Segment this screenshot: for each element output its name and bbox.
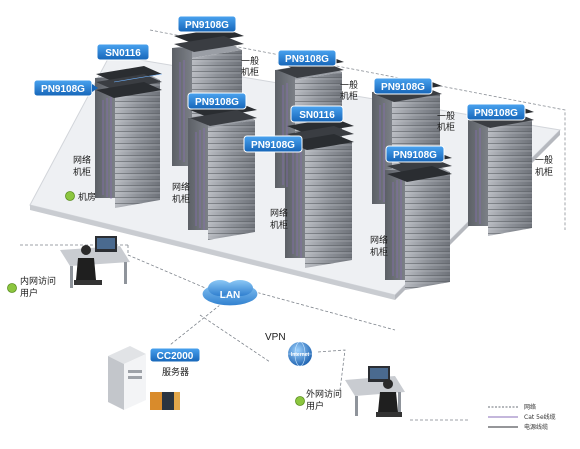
svg-text:电源线缆: 电源线缆 (524, 423, 548, 431)
label-network-front: 网络 机柜 (370, 234, 388, 258)
label-network-left: 网络 机柜 (73, 154, 91, 178)
svg-text:服务器: 服务器 (162, 366, 189, 378)
svg-text:机柜: 机柜 (241, 66, 259, 78)
room-marker: 机房 (65, 191, 96, 203)
svg-text:PN9108G: PN9108G (285, 54, 329, 65)
svg-text:PN9108G: PN9108G (381, 82, 425, 93)
svg-text:LAN: LAN (220, 290, 241, 301)
tag-pn-top-center: PN9108G (177, 15, 237, 33)
rack-network-center (285, 132, 352, 268)
label-general-right: 一般 机柜 (535, 154, 553, 178)
svg-text:机柜: 机柜 (270, 219, 288, 231)
label-general-top-1: 一般 机柜 (241, 55, 259, 78)
svg-text:PN9108G: PN9108G (41, 84, 85, 95)
svg-text:机柜: 机柜 (535, 166, 553, 178)
svg-text:外网访问: 外网访问 (306, 388, 342, 400)
legend-item-power: 电源线缆 (488, 423, 548, 431)
svg-text:机柜: 机柜 (172, 193, 190, 205)
rack-general-right (468, 110, 532, 236)
svg-text:内网访问: 内网访问 (20, 275, 56, 287)
cc2000-tag: CC2000 服务器 (149, 347, 201, 378)
tag-pn-lower-mid: PN9108G (385, 145, 445, 163)
svg-text:用户: 用户 (306, 400, 324, 412)
external-user-workstation (345, 366, 405, 417)
lan-cloud: LAN (201, 280, 259, 307)
tag-pn-upper-mid: PN9108G (277, 49, 337, 67)
room-floor-edge (30, 205, 395, 300)
network-lines (20, 244, 470, 421)
svg-text:一般: 一般 (241, 55, 259, 67)
svg-text:网络: 网络 (270, 207, 288, 219)
vpn-label: VPN (265, 332, 286, 343)
cat5e-cables (102, 60, 481, 280)
label-general-top-2: 一般 机柜 (340, 79, 358, 102)
software-boxes-icon (150, 392, 180, 410)
tag-pn-far-right: PN9108G (466, 103, 526, 121)
legend-item-network: 网络 (488, 403, 536, 411)
svg-text:一般: 一般 (437, 110, 455, 122)
rack-network-center-left (188, 110, 255, 240)
internal-user-label: 内网访问 用户 (7, 275, 56, 299)
svg-text:Internet: Internet (291, 352, 310, 358)
rack-network-front (385, 162, 450, 290)
cc2000-server-icon (108, 346, 146, 410)
svg-text:一般: 一般 (340, 79, 358, 91)
svg-text:用户: 用户 (20, 287, 38, 299)
svg-text:Cat 5e线缆: Cat 5e线缆 (524, 413, 556, 421)
tag-pn-center-left: PN9108G (187, 92, 247, 110)
external-user-label: 外网访问 用户 (295, 388, 342, 412)
tag-sn-center: SN0116 (290, 105, 344, 123)
svg-text:PN9108G: PN9108G (393, 150, 437, 161)
label-network-center-left: 网络 机柜 (172, 181, 190, 205)
svg-text:一般: 一般 (535, 154, 553, 166)
svg-text:机柜: 机柜 (73, 166, 91, 178)
svg-text:机柜: 机柜 (340, 90, 358, 102)
tag-pn-right-mid: PN9108G (373, 77, 433, 95)
svg-text:网络: 网络 (524, 403, 536, 411)
svg-text:机柜: 机柜 (370, 246, 388, 258)
svg-text:机柜: 机柜 (437, 121, 455, 133)
tag-pn-left: PN9108G (33, 79, 98, 97)
rack-network-left (95, 70, 160, 208)
svg-text:网络: 网络 (172, 181, 190, 193)
svg-text:CC2000: CC2000 (157, 351, 194, 362)
svg-text:PN9108G: PN9108G (195, 97, 239, 108)
label-network-center: 网络 机柜 (270, 207, 288, 231)
tag-pn-center-lower: PN9108G (243, 135, 303, 153)
label-general-top-3: 一般 机柜 (437, 110, 455, 133)
tag-sn-left: SN0116 (96, 43, 150, 61)
svg-text:PN9108G: PN9108G (474, 108, 518, 119)
svg-text:SN0116: SN0116 (105, 48, 141, 59)
svg-text:网络: 网络 (73, 154, 91, 166)
svg-text:网络: 网络 (370, 234, 388, 246)
svg-text:PN9108G: PN9108G (251, 140, 295, 151)
svg-text:机房: 机房 (78, 191, 96, 203)
internal-user-workstation (60, 236, 130, 288)
internet-globe-icon: Internet (288, 341, 312, 367)
legend-item-cat5e: Cat 5e线缆 (488, 413, 556, 421)
svg-text:SN0116: SN0116 (299, 110, 335, 121)
legend: 网络 Cat 5e线缆 电源线缆 (488, 403, 556, 431)
svg-text:PN9108G: PN9108G (185, 20, 229, 31)
kvm-switch-stack-left (96, 66, 163, 98)
